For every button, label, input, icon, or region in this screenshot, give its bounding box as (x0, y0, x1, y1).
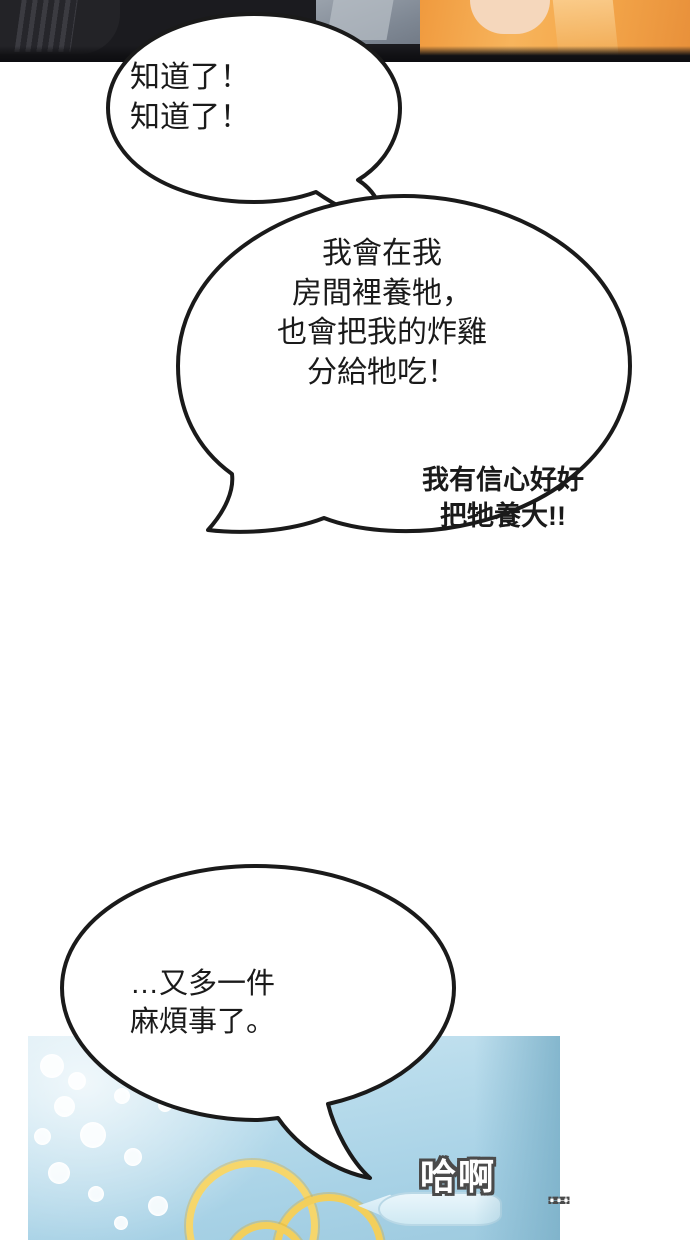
water-bubble (48, 1162, 70, 1184)
water-bubble (148, 1196, 168, 1216)
water-right-shading (474, 1036, 560, 1240)
water-bubble (124, 1148, 142, 1166)
sound-effect-text: 哈啊 (420, 1156, 497, 1197)
water-bubble (80, 1122, 106, 1148)
water-bubble (68, 1072, 86, 1090)
sound-effect-dots: … (548, 1182, 570, 1207)
speech-text-3: 我有信心好好 把牠養大!! (422, 465, 584, 531)
panel-art-top (0, 0, 690, 62)
water-bubble (88, 1186, 104, 1202)
water-bubble (54, 1096, 75, 1117)
water-bubble (34, 1128, 51, 1145)
speech-bubble-2-text: 我會在我 房間裡養牠， 也會把我的炸雞 分給牠吃！ (277, 237, 487, 389)
water-bubble (114, 1088, 130, 1104)
speech-bubble-4-text: …又多一件 麻煩事了。 (130, 968, 276, 1039)
water-bubble (114, 1216, 128, 1230)
speech-bubble-1 (106, 12, 402, 226)
water-bubble (40, 1054, 64, 1078)
speech-bubble-1-text: 知道了！ 知道了！ (130, 61, 250, 134)
speech-bubble-2 (176, 194, 632, 534)
speech-bubble-4 (60, 864, 456, 1180)
